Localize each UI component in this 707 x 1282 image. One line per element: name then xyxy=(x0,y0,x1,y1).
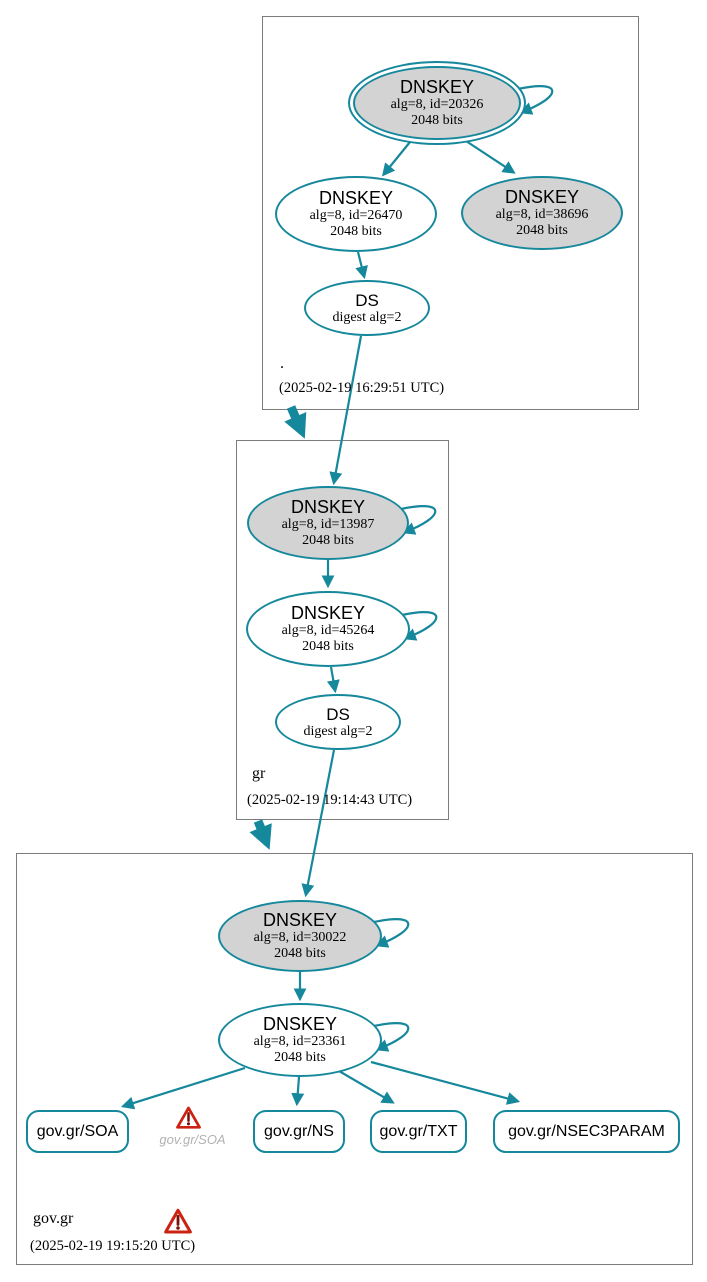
node-title: DS xyxy=(355,290,379,310)
dnskey-node-root-key3[interactable]: DNSKEY alg=8, id=38696 2048 bits xyxy=(461,176,623,250)
node-title: DNSKEY xyxy=(504,186,580,207)
node-title: DNSKEY xyxy=(290,602,366,623)
node-detail: alg=8, id=38696 xyxy=(495,207,589,223)
dnskey-node-gr-ksk[interactable]: DNSKEY alg=8, id=13987 2048 bits xyxy=(247,486,409,560)
node-title: DNSKEY xyxy=(399,76,475,97)
node-detail: alg=8, id=30022 xyxy=(253,930,347,946)
node-detail: alg=8, id=23361 xyxy=(253,1034,347,1050)
node-detail: alg=8, id=45264 xyxy=(281,623,375,639)
node-detail: 2048 bits xyxy=(516,223,568,239)
dnskey-node-gr-zsk[interactable]: DNSKEY alg=8, id=45264 2048 bits xyxy=(246,591,410,667)
node-detail: digest alg=2 xyxy=(303,723,373,739)
rrset-node-nsec3param[interactable]: gov.gr/NSEC3PARAM xyxy=(493,1110,680,1153)
dnskey-node-root-zsk[interactable]: DNSKEY alg=8, id=26470 2048 bits xyxy=(275,176,437,252)
rrset-node-ns[interactable]: gov.gr/NS xyxy=(253,1110,345,1153)
node-title: DNSKEY xyxy=(262,909,338,930)
node-detail: alg=8, id=26470 xyxy=(309,208,403,224)
zone-timestamp-gr: (2025-02-19 19:14:43 UTC) xyxy=(247,792,413,808)
rrset-node-txt[interactable]: gov.gr/TXT xyxy=(370,1110,467,1153)
zone-timestamp-govgr: (2025-02-19 19:15:20 UTC) xyxy=(30,1238,196,1254)
node-detail: digest alg=2 xyxy=(332,309,402,325)
node-detail: 2048 bits xyxy=(302,639,354,655)
warning-icon[interactable] xyxy=(164,1208,192,1234)
ds-node-gr[interactable]: DS digest alg=2 xyxy=(275,694,401,750)
node-detail: alg=8, id=13987 xyxy=(281,517,375,533)
ds-node-root[interactable]: DS digest alg=2 xyxy=(304,280,430,336)
dnskey-node-govgr-zsk[interactable]: DNSKEY alg=8, id=23361 2048 bits xyxy=(218,1003,382,1077)
zone-timestamp-root: (2025-02-19 16:29:51 UTC) xyxy=(279,380,445,396)
node-detail: alg=8, id=20326 xyxy=(390,97,484,113)
rrset-node-soa[interactable]: gov.gr/SOA xyxy=(26,1110,129,1153)
dnskey-node-root-ksk[interactable]: DNSKEY alg=8, id=20326 2048 bits xyxy=(348,61,526,145)
warning-icon[interactable] xyxy=(176,1106,201,1129)
node-title: DNSKEY xyxy=(290,496,366,517)
node-detail: 2048 bits xyxy=(411,113,463,129)
edge-delegation-gr-to-govgr xyxy=(249,819,272,850)
zone-box-govgr xyxy=(16,853,693,1265)
dnskey-node-govgr-ksk[interactable]: DNSKEY alg=8, id=30022 2048 bits xyxy=(218,900,382,972)
node-detail: 2048 bits xyxy=(330,224,382,240)
edge-delegation-root-to-gr xyxy=(284,405,307,439)
node-detail: 2048 bits xyxy=(274,946,326,962)
node-detail: 2048 bits xyxy=(302,533,354,549)
ghost-rrset-label-soa: gov.gr/SOA xyxy=(159,1132,226,1147)
node-title: DS xyxy=(326,704,350,724)
dnskey-node-root-ksk-inner: DNSKEY alg=8, id=20326 2048 bits xyxy=(353,66,521,140)
node-title: DNSKEY xyxy=(318,187,394,208)
zone-label-root: . xyxy=(280,355,284,372)
zone-box-root xyxy=(262,16,639,410)
zone-label-govgr: gov.gr xyxy=(33,1210,74,1227)
zone-label-gr: gr xyxy=(252,765,266,782)
node-title: DNSKEY xyxy=(262,1013,338,1034)
node-detail: 2048 bits xyxy=(274,1050,326,1066)
